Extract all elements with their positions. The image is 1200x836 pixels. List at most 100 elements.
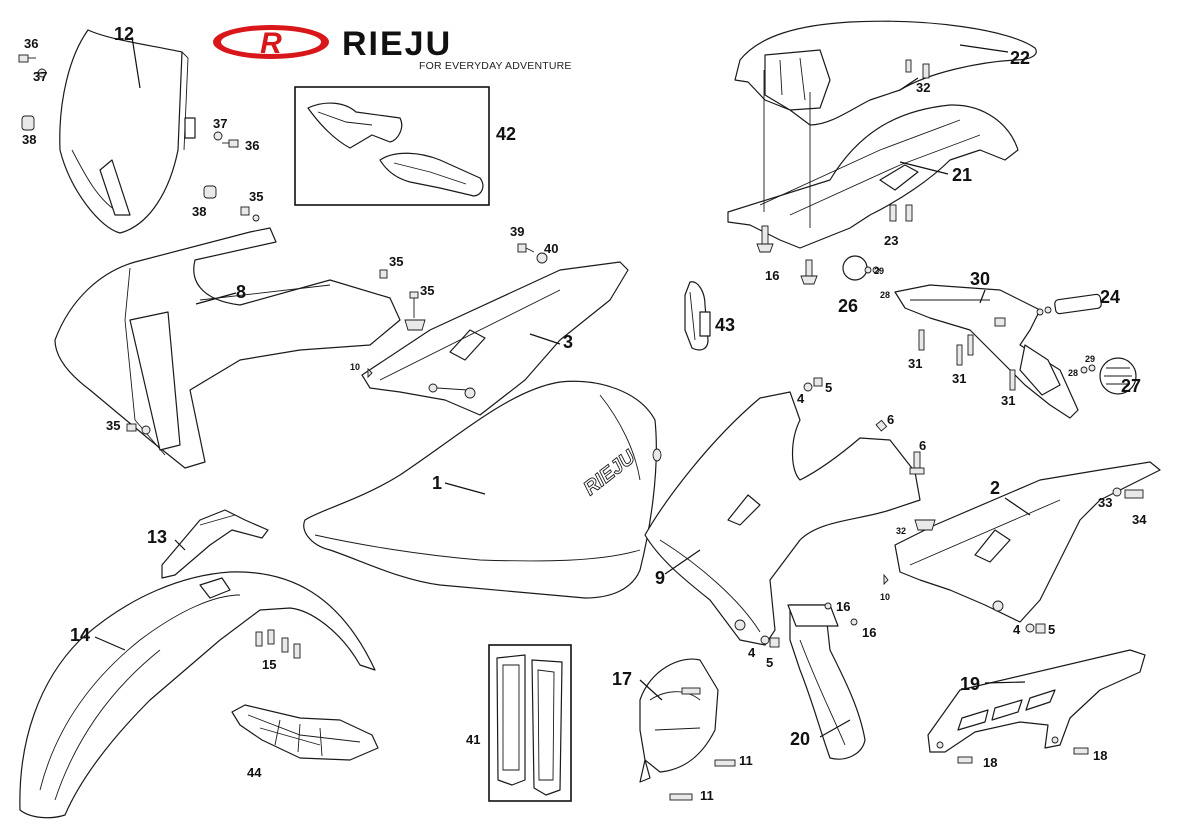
callout-30: 30 [970, 269, 990, 289]
clip-10a [367, 367, 373, 379]
callout-27b: 27 [1121, 376, 1141, 396]
callout-35c: 35 [420, 283, 434, 298]
bolt-35b [379, 269, 388, 279]
bolt-16 [824, 602, 858, 626]
callout-28b: 28 [1068, 368, 1078, 378]
part-41-fork-guards [488, 644, 572, 802]
logo-letter: R [260, 27, 282, 60]
callout-33: 33 [1098, 495, 1112, 510]
part-44-skid-plate [231, 704, 379, 761]
grommet-38a [21, 115, 35, 131]
callout-24: 23 [884, 233, 898, 248]
callout-32a: 32 [916, 80, 930, 95]
bolt-21 [756, 225, 818, 285]
callout-28a: 28 [880, 290, 890, 300]
callout-11a: 11 [739, 753, 753, 768]
part-19-chain-guard [927, 649, 1146, 753]
callout-13: 13 [147, 527, 167, 547]
callout-37b: 37 [213, 116, 227, 131]
part-3-side-panel [361, 261, 629, 416]
part-13-fender-bracket [161, 509, 269, 579]
bolt-5b [760, 635, 780, 648]
callout-9: 9 [655, 568, 665, 588]
callout-31a: 31 [908, 356, 922, 371]
callout-12: 12 [114, 24, 134, 44]
bolt-32a [905, 59, 930, 79]
callout-26: 24 [1100, 287, 1120, 307]
part-9-radiator-shroud-right [644, 391, 921, 646]
callout-4a: 4 [797, 391, 805, 406]
part-17-sprocket-cover [639, 658, 736, 801]
bolt-6a [875, 419, 888, 432]
part-23-rear-top [734, 20, 1037, 126]
callout-35d: 35 [106, 418, 120, 433]
logo-oval-inner [221, 30, 321, 54]
callout-14: 14 [70, 625, 90, 645]
callout-18b: 18 [1093, 748, 1107, 763]
bolt-35d [126, 423, 151, 435]
callout-18a: 18 [983, 755, 997, 770]
bolt-36b [222, 139, 239, 148]
callout-35b: 35 [389, 254, 403, 269]
bolt-5c [1025, 623, 1046, 634]
callout-16a: 16 [836, 599, 850, 614]
part-42-handguards [294, 86, 490, 206]
callout-34: 34 [1132, 512, 1147, 527]
part-30-tail-bracket [894, 284, 1079, 419]
bolt-6b [909, 451, 925, 475]
part-43-chain-slider [684, 281, 711, 351]
callout-29b: 29 [1085, 354, 1095, 364]
logo-tagline: FOR EVERYDAY ADVENTURE [419, 60, 572, 72]
bolt-35c [404, 291, 426, 331]
part-12-headlight-mask [59, 29, 196, 234]
bolt-5a [803, 377, 823, 392]
part-27-reflector-rear [1080, 357, 1137, 395]
bolt-35a [240, 206, 260, 222]
callout-10a: 10 [350, 362, 360, 372]
callout-10b: 10 [880, 592, 890, 602]
part-20-chain-guide [787, 604, 866, 760]
bolt-31 [918, 329, 1016, 391]
callout-22: 21 [952, 165, 972, 185]
part-8-radiator-shroud [54, 227, 401, 469]
callout-37a: 37 [33, 69, 47, 84]
callout-8: 8 [236, 282, 246, 302]
part-26-license-light [1036, 293, 1102, 316]
callout-32b: 32 [896, 526, 906, 536]
callout-5a: 5 [825, 380, 832, 395]
callout-39: 39 [510, 224, 524, 239]
bolt-15 [255, 629, 301, 659]
callout-19: 19 [960, 674, 980, 694]
callout-17: 17 [612, 669, 632, 689]
clip-10b [883, 573, 889, 586]
callout-38b: 38 [192, 204, 206, 219]
callout-43: 43 [715, 315, 735, 335]
callout-27a: 26 [838, 296, 858, 316]
bolt-18 [957, 747, 1089, 764]
callout-38a: 38 [22, 132, 36, 147]
part-27-reflector-round [842, 255, 880, 281]
callout-29a: 29 [874, 266, 884, 276]
callout-16b: 16 [862, 625, 876, 640]
callout-15: 15 [262, 657, 276, 672]
callout-36b: 36 [245, 138, 259, 153]
callout-4c: 4 [1013, 622, 1021, 637]
bolt-33 [1112, 487, 1144, 499]
callout-1: 1 [432, 473, 442, 493]
bolt-24 [889, 204, 913, 222]
bolt-36a [18, 54, 36, 63]
washer-37b [213, 131, 223, 141]
part-22-rear-fender [727, 70, 1019, 249]
callout-labels: 12 36 37 38 37 36 38 35 8 35 35 35 10 3 … [22, 24, 1147, 803]
callout-42: 42 [496, 124, 516, 144]
part-1-seat: RIEJU [303, 380, 662, 599]
callout-40: 40 [544, 241, 558, 256]
callout-6a: 6 [887, 412, 894, 427]
bolt-39 [517, 243, 535, 253]
callout-31b: 31 [952, 371, 966, 386]
callout-36a: 36 [24, 36, 38, 51]
washer-40 [536, 252, 548, 264]
grommet-38b [203, 185, 217, 199]
rieju-logo: R RIEJU FOR EVERYDAY ADVENTURE [213, 25, 572, 72]
